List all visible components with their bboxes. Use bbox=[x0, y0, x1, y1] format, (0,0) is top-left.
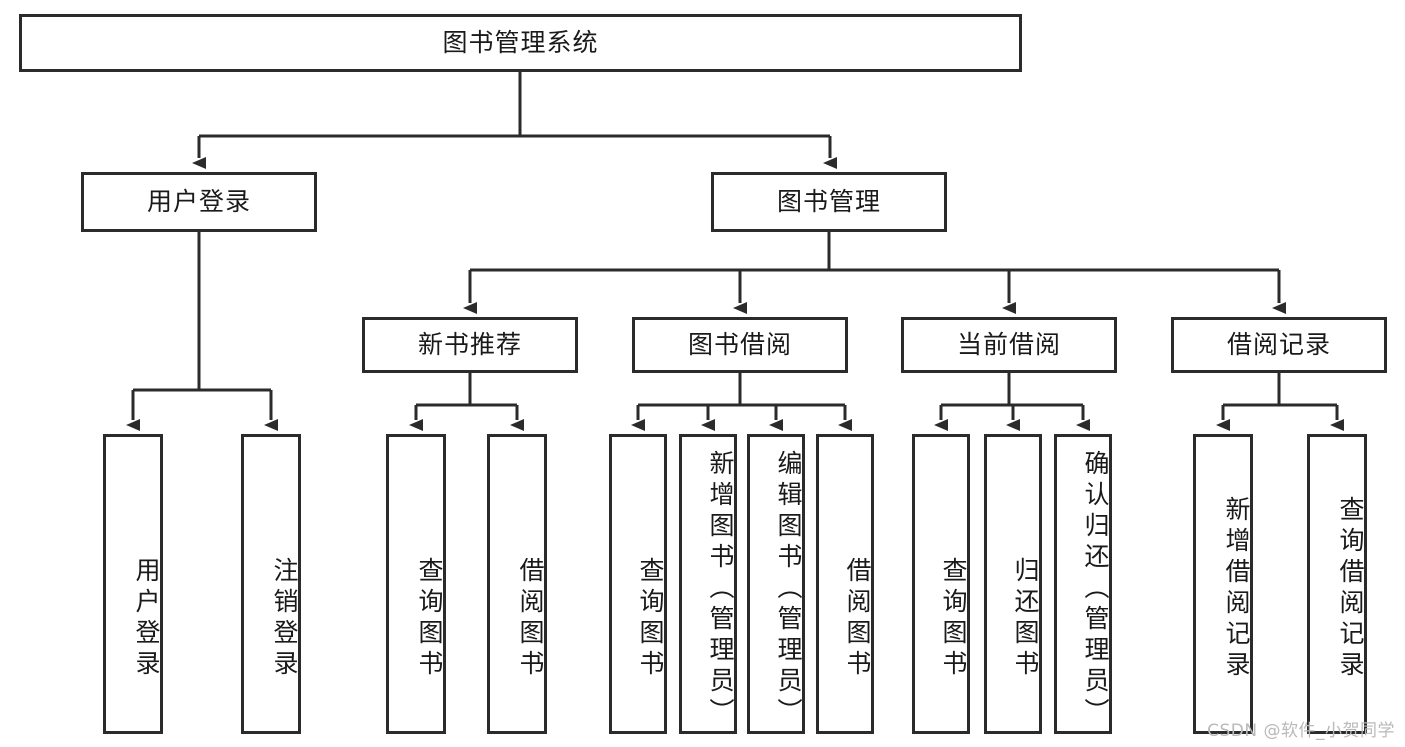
node-book-borrow-label: 图书借阅 bbox=[687, 330, 792, 360]
leaf-borrow-book[interactable]: 借阅图书 bbox=[816, 434, 874, 734]
leaf-return-book-label: 归还图书 bbox=[1011, 557, 1040, 681]
leaf-logout[interactable]: 注销登录 bbox=[241, 434, 301, 734]
leaf-add-record[interactable]: 新增借阅记录 bbox=[1193, 434, 1253, 734]
node-new-book-rec-label: 新书推荐 bbox=[417, 330, 522, 360]
node-book-manage-label: 图书管理 bbox=[776, 187, 881, 217]
node-user-login-label: 用户登录 bbox=[146, 187, 251, 217]
node-borrow-record[interactable]: 借阅记录 bbox=[1171, 317, 1387, 373]
node-book-manage[interactable]: 图书管理 bbox=[711, 172, 947, 232]
leaf-query-book-current-label: 查询图书 bbox=[939, 557, 968, 681]
leaf-add-record-label: 新增借阅记录 bbox=[1222, 496, 1251, 682]
leaf-add-book[interactable]: 新增图书（管理员） bbox=[679, 434, 737, 734]
leaf-confirm-return-label: 确认归还（管理员） bbox=[1081, 449, 1110, 729]
leaf-return-book[interactable]: 归还图书 bbox=[984, 434, 1042, 734]
leaf-borrow-book-rec[interactable]: 借阅图书 bbox=[487, 434, 547, 734]
leaf-query-record[interactable]: 查询借阅记录 bbox=[1307, 434, 1367, 734]
leaf-logout-label: 注销登录 bbox=[270, 557, 299, 681]
node-new-book-rec[interactable]: 新书推荐 bbox=[362, 317, 578, 373]
leaf-query-book-borrow-label: 查询图书 bbox=[636, 557, 665, 681]
leaf-add-book-label: 新增图书（管理员） bbox=[706, 449, 735, 729]
leaf-query-book-rec[interactable]: 查询图书 bbox=[386, 434, 446, 734]
node-current-borrow[interactable]: 当前借阅 bbox=[901, 317, 1117, 373]
leaf-query-book-rec-label: 查询图书 bbox=[415, 557, 444, 681]
watermark: CSDN @软件_小贺同学 bbox=[1207, 721, 1395, 741]
node-borrow-record-label: 借阅记录 bbox=[1226, 330, 1331, 360]
leaf-borrow-book-label: 借阅图书 bbox=[843, 557, 872, 681]
node-current-borrow-label: 当前借阅 bbox=[956, 330, 1061, 360]
leaf-user-login[interactable]: 用户登录 bbox=[103, 434, 163, 734]
leaf-user-login-label: 用户登录 bbox=[132, 557, 161, 681]
node-root[interactable]: 图书管理系统 bbox=[19, 14, 1022, 72]
leaf-query-book-current[interactable]: 查询图书 bbox=[912, 434, 970, 734]
node-user-login[interactable]: 用户登录 bbox=[81, 172, 317, 232]
leaf-query-record-label: 查询借阅记录 bbox=[1336, 496, 1365, 682]
leaf-edit-book-label: 编辑图书（管理员） bbox=[774, 449, 803, 729]
leaf-query-book-borrow[interactable]: 查询图书 bbox=[609, 434, 667, 734]
leaf-borrow-book-rec-label: 借阅图书 bbox=[516, 557, 545, 681]
leaf-confirm-return[interactable]: 确认归还（管理员） bbox=[1054, 434, 1112, 734]
node-book-borrow[interactable]: 图书借阅 bbox=[632, 317, 848, 373]
node-root-label: 图书管理系统 bbox=[442, 28, 599, 58]
leaf-edit-book[interactable]: 编辑图书（管理员） bbox=[747, 434, 805, 734]
